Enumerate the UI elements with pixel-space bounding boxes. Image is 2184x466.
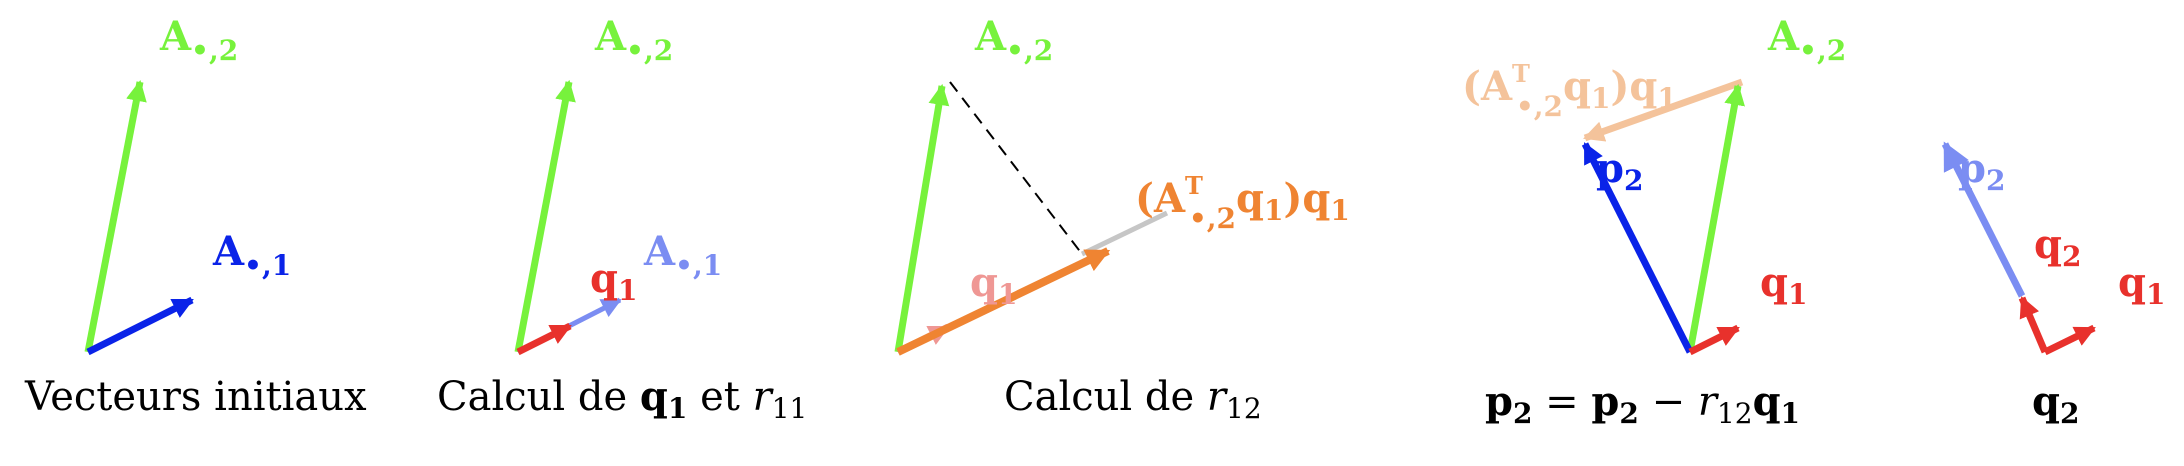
vector-q1-arrow [1688,324,1740,356]
caption-compute-r12: Calcul de r12 [1004,374,1262,425]
vector-q1-arrow [516,322,572,356]
vector-a2-arrow [84,79,147,353]
label-q1: q1 [590,255,637,307]
panel-initial-vectors: A•,2 A•,1 Vecteurs initiaux [24,13,367,420]
label-a2: A•,2 [1767,13,1846,67]
label-q2: q2 [2034,221,2081,273]
label-a2: A•,2 [594,13,673,67]
label-projection: (AT•,2q1)q1 [1135,171,1350,235]
dashed-projection-line [949,81,1083,255]
vector-p2-faded-arrow [1941,141,2026,298]
line-q1-direction [1080,210,1169,257]
label-projection-faded: (AT•,2q1)q1 [1462,59,1677,123]
label-p2: p2 [1596,145,1643,197]
vector-a2-arrow [894,83,950,353]
vector-a2-arrow [514,79,576,353]
label-a1: A•,1 [212,228,291,282]
caption-q2: q2 [2032,378,2079,430]
panel-normalize-q2: p2 q2 q1 q2 [1941,141,2165,430]
vector-a2-arrow [1686,83,1745,353]
vector-q2-arrow [2018,296,2049,354]
label-a1-faded: A•,1 [643,228,722,282]
label-a2: A•,2 [974,13,1053,67]
vector-projection-faded-arrow [1583,78,1744,142]
label-q1: q1 [1760,259,1807,311]
label-q1: q1 [2118,259,2165,311]
caption-initial-vectors: Vecteurs initiaux [24,374,367,420]
label-p2-faded: p2 [1958,145,2005,197]
label-a2: A•,2 [159,13,238,67]
vector-q1-arrow [2043,324,2096,356]
vector-p2-arrow [1581,142,1694,354]
panel-subtract-projection: (AT•,2q1)q1 A•,2 p2 q1 p2 = p2 − r12q1 [1462,13,1846,430]
caption-compute-q1-r11: Calcul de q1 et r11 [437,373,807,425]
label-q1-faded: q1 [970,259,1017,311]
vector-a1-arrow [86,296,194,356]
panel-compute-r12: A•,2 q1 (AT•,2q1)q1 Calcul de r12 [894,13,1350,425]
panel-compute-q1: A•,2 q1 A•,1 Calcul de q1 et r11 [437,13,807,425]
caption-p2-update: p2 = p2 − r12q1 [1485,378,1800,430]
vector-projection-arrow [896,247,1111,356]
